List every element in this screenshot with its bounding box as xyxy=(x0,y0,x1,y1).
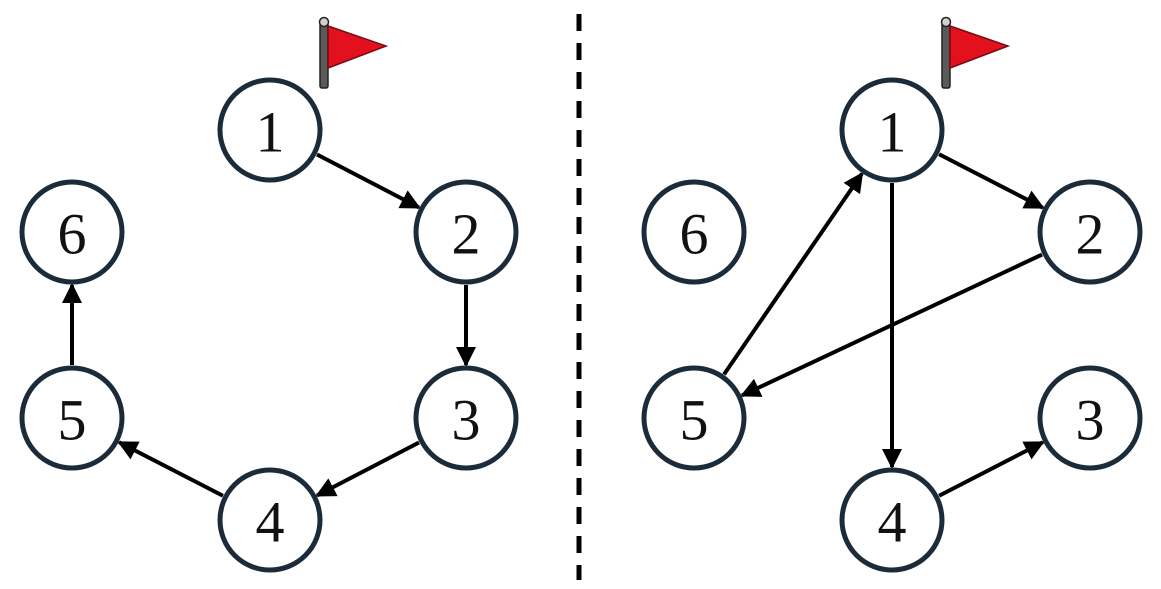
node-4: 4 xyxy=(839,467,945,573)
right-panel: 1 2 3 4 5 6 xyxy=(641,16,1143,573)
node-label: 5 xyxy=(58,388,87,453)
node-1: 1 xyxy=(217,77,323,183)
node-2: 2 xyxy=(1037,179,1143,285)
node-label: 4 xyxy=(878,490,907,555)
node-3: 3 xyxy=(1037,365,1143,471)
node-circle xyxy=(641,365,747,471)
node-1: 1 xyxy=(839,77,945,183)
flag-icon xyxy=(318,16,389,89)
node-2: 2 xyxy=(413,179,519,285)
node-label: 3 xyxy=(1076,388,1105,453)
node-label: 6 xyxy=(58,202,87,267)
edge-4-to-5 xyxy=(117,440,224,498)
node-4: 4 xyxy=(217,467,323,573)
edge-1-to-2 xyxy=(938,152,1045,210)
node-6: 6 xyxy=(19,179,125,285)
node-6: 6 xyxy=(641,179,747,285)
node-circle xyxy=(413,365,519,471)
node-circle xyxy=(1037,365,1143,471)
left-panel: 1 2 3 4 5 6 xyxy=(19,16,519,573)
node-label: 2 xyxy=(452,202,481,267)
node-circle xyxy=(839,77,945,183)
node-circle xyxy=(217,77,323,183)
node-3: 3 xyxy=(413,365,519,471)
edge-4-to-3 xyxy=(938,440,1045,498)
node-5: 5 xyxy=(641,365,747,471)
node-label: 5 xyxy=(680,388,709,453)
node-label: 4 xyxy=(256,490,285,555)
node-label: 3 xyxy=(452,388,481,453)
node-circle xyxy=(839,467,945,573)
node-circle xyxy=(1037,179,1143,285)
node-label: 2 xyxy=(1076,202,1105,267)
edge-1-to-2 xyxy=(316,152,421,210)
node-label: 6 xyxy=(680,202,709,267)
flag-icon xyxy=(940,16,1011,89)
node-circle xyxy=(19,365,125,471)
edge-5-to-1 xyxy=(722,172,864,376)
node-label: 1 xyxy=(878,100,907,165)
node-circle xyxy=(641,179,747,285)
edge-3-to-4 xyxy=(315,440,420,498)
node-circle xyxy=(19,179,125,285)
node-5: 5 xyxy=(19,365,125,471)
node-circle xyxy=(217,467,323,573)
node-circle xyxy=(413,179,519,285)
node-label: 1 xyxy=(256,100,285,165)
